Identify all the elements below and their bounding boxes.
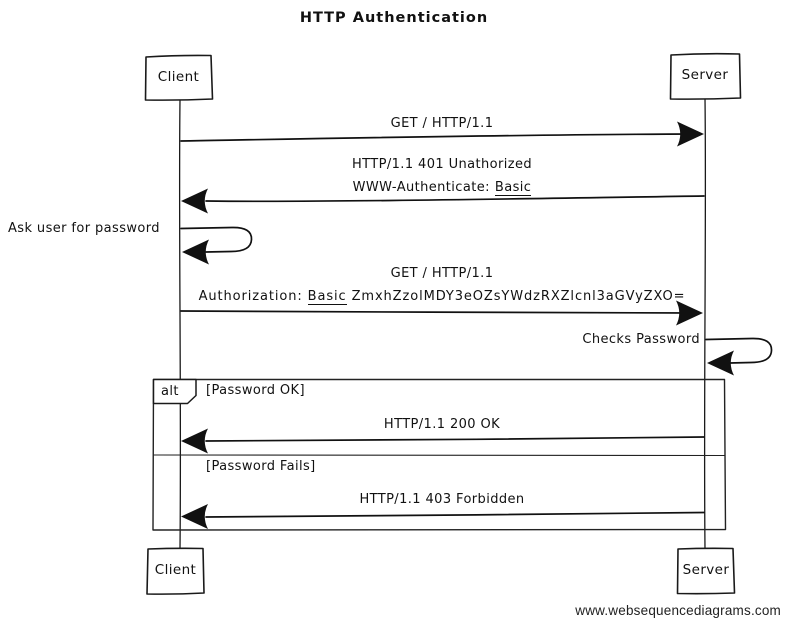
server-self-loop (705, 337, 773, 364)
server-label-top: Server (681, 67, 729, 83)
arrowhead-get1 (677, 121, 704, 147)
self-message-label-checks-password: Checks Password (582, 332, 700, 347)
watermark-url: www.websequencediagrams.com (575, 603, 781, 618)
basic-emphasis-auth: Basic (307, 289, 347, 305)
arrowhead-200 (181, 428, 208, 454)
arrowhead-get2 (676, 300, 703, 326)
alt-guard-fail: [Password Fails] (206, 459, 316, 474)
server-label-bottom: Server (682, 562, 730, 578)
arrowhead-self-client (182, 239, 209, 265)
www-authenticate-text: WWW-Authenticate: (352, 180, 490, 195)
client-box-bottom (146, 547, 205, 595)
client-box-top (144, 54, 214, 101)
message-line-200 (205, 436, 705, 442)
message-label-get2: GET / HTTP/1.1 (390, 266, 494, 281)
message-label-get1: GET / HTTP/1.1 (390, 116, 494, 131)
server-box-top (669, 52, 742, 100)
diagram-title: HTTP Authentication (299, 10, 489, 26)
message-label-403: HTTP/1.1 403 Forbidden (359, 492, 525, 507)
arrowhead-401 (181, 188, 208, 214)
message-label-401-line1: HTTP/1.1 401 Unathorized (351, 157, 533, 172)
server-lifeline (703, 97, 707, 550)
message-line-get1 (180, 133, 698, 142)
alt-divider (152, 454, 726, 457)
alt-operator-pentagon (152, 378, 197, 405)
authorization-text: Authorization: (198, 289, 303, 304)
alt-frame (152, 378, 727, 532)
message-line-401 (205, 195, 705, 203)
message-label-401-line2: WWW-Authenticate: Basic (180, 180, 704, 196)
server-box-bottom (676, 547, 736, 595)
self-message-label-ask-password: Ask user for password (8, 221, 160, 236)
client-self-loop (180, 226, 253, 253)
client-label-top: Client (157, 69, 200, 85)
client-label-bottom: Client (154, 562, 197, 578)
basic-emphasis-401: Basic (494, 180, 532, 196)
message-line-get2 (180, 310, 697, 314)
arrowhead-self-server (707, 350, 734, 376)
alt-operator-label: alt (161, 384, 179, 399)
auth-token-text: ZmxhZzolMDY3eOZsYWdzRXZlcnl3aGVyZXO= (351, 289, 686, 304)
message-label-authorization: Authorization: Basic ZmxhZzolMDY3eOZsYWdzR… (180, 289, 704, 305)
message-line-403 (205, 511, 705, 518)
client-lifeline (178, 99, 182, 550)
alt-guard-ok: [Password OK] (206, 383, 305, 398)
arrowhead-403 (181, 504, 208, 529)
message-label-200: HTTP/1.1 200 OK (383, 417, 501, 432)
